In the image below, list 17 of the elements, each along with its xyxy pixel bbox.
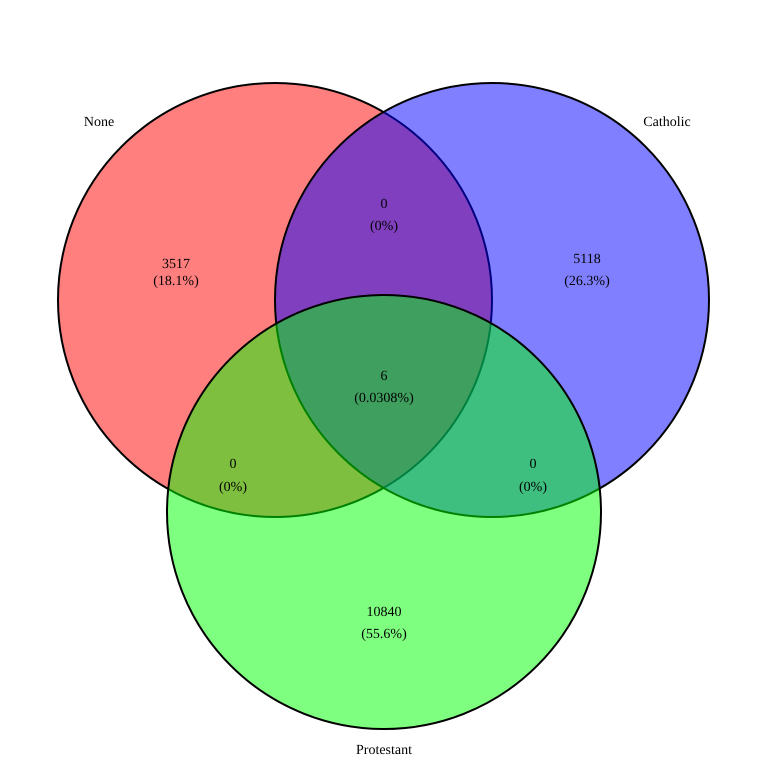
region-count: (0%) [219, 480, 247, 496]
region-count: 0 [230, 457, 236, 473]
region-count: (0%) [519, 480, 547, 496]
region-count: 0 [530, 457, 536, 473]
region-count: 5118 [573, 252, 601, 268]
set-label: Protestant [356, 743, 412, 759]
region-count: 3517 [162, 257, 190, 273]
region-count: 10840 [366, 605, 402, 621]
region-count: (26.3%) [564, 274, 610, 290]
region-count: (0%) [370, 219, 398, 235]
region-count: (18.1%) [153, 274, 199, 290]
region-count: (0.0308%) [354, 391, 414, 407]
region-count: 6 [380, 369, 388, 385]
region-count: (55.6%) [361, 627, 407, 643]
set-label: Catholic [643, 115, 691, 131]
set-label: None [84, 115, 114, 131]
region-count: 0 [380, 197, 388, 213]
